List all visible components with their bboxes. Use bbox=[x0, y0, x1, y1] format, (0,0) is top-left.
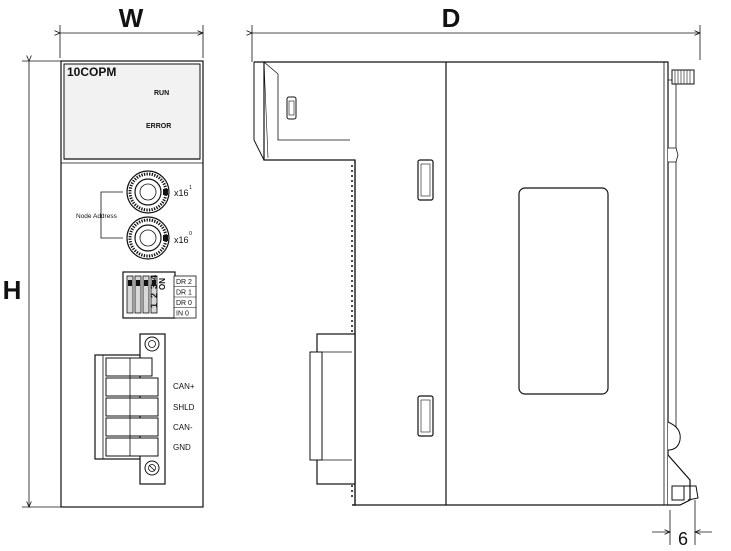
rear-screw-icon bbox=[671, 69, 695, 85]
can-terminal-block[interactable] bbox=[94, 333, 166, 485]
led-error-label: ERROR bbox=[146, 123, 171, 130]
height-label: H bbox=[3, 275, 22, 305]
width-dimension: W bbox=[60, 3, 203, 58]
dip-on-label: ON bbox=[158, 278, 167, 290]
rotary-lower-multiplier: x16 bbox=[174, 235, 189, 245]
width-label: W bbox=[119, 3, 144, 33]
din-rail-clip-icon bbox=[667, 454, 699, 506]
dip-number-1: 1 bbox=[149, 303, 159, 308]
rotary-upper-multiplier: x16 bbox=[174, 188, 189, 198]
rotary-switch-upper-icon[interactable] bbox=[126, 170, 170, 214]
depth-label: D bbox=[442, 3, 461, 33]
rotary-lower-exponent: 0 bbox=[189, 231, 192, 237]
dip-function-4: IN 0 bbox=[176, 311, 189, 318]
rail-offset-dimension: 6 bbox=[652, 500, 712, 549]
dip-switch[interactable] bbox=[122, 271, 176, 319]
dip-number-2: 2 bbox=[149, 293, 159, 298]
led-run-label: RUN bbox=[154, 90, 169, 97]
terminal-can-high-label: CAN+ bbox=[173, 382, 195, 391]
dip-number-4: 4 bbox=[149, 275, 159, 280]
terminal-can-low-label: CAN- bbox=[173, 423, 193, 432]
terminal-ground-label: GND bbox=[173, 443, 191, 452]
dip-number-3: 3 bbox=[149, 284, 159, 289]
node-address-label: Node Address bbox=[76, 213, 118, 220]
model-label: 10COPM bbox=[67, 65, 116, 79]
rotary-switch-lower-icon[interactable] bbox=[126, 216, 170, 260]
dip-function-1: DR 2 bbox=[176, 279, 192, 286]
terminal-shield-label: SHLD bbox=[173, 403, 195, 412]
rail-offset-label: 6 bbox=[678, 529, 688, 549]
side-view bbox=[253, 61, 699, 506]
dip-function-2: DR 1 bbox=[176, 290, 192, 297]
height-dimension: H bbox=[3, 61, 62, 507]
depth-dimension: D bbox=[252, 3, 700, 62]
front-view: 10COPM RUN ERROR Node Address x16 1 x16 … bbox=[60, 60, 204, 508]
rotary-upper-exponent: 1 bbox=[189, 185, 192, 191]
dip-function-3: DR 0 bbox=[176, 300, 192, 307]
